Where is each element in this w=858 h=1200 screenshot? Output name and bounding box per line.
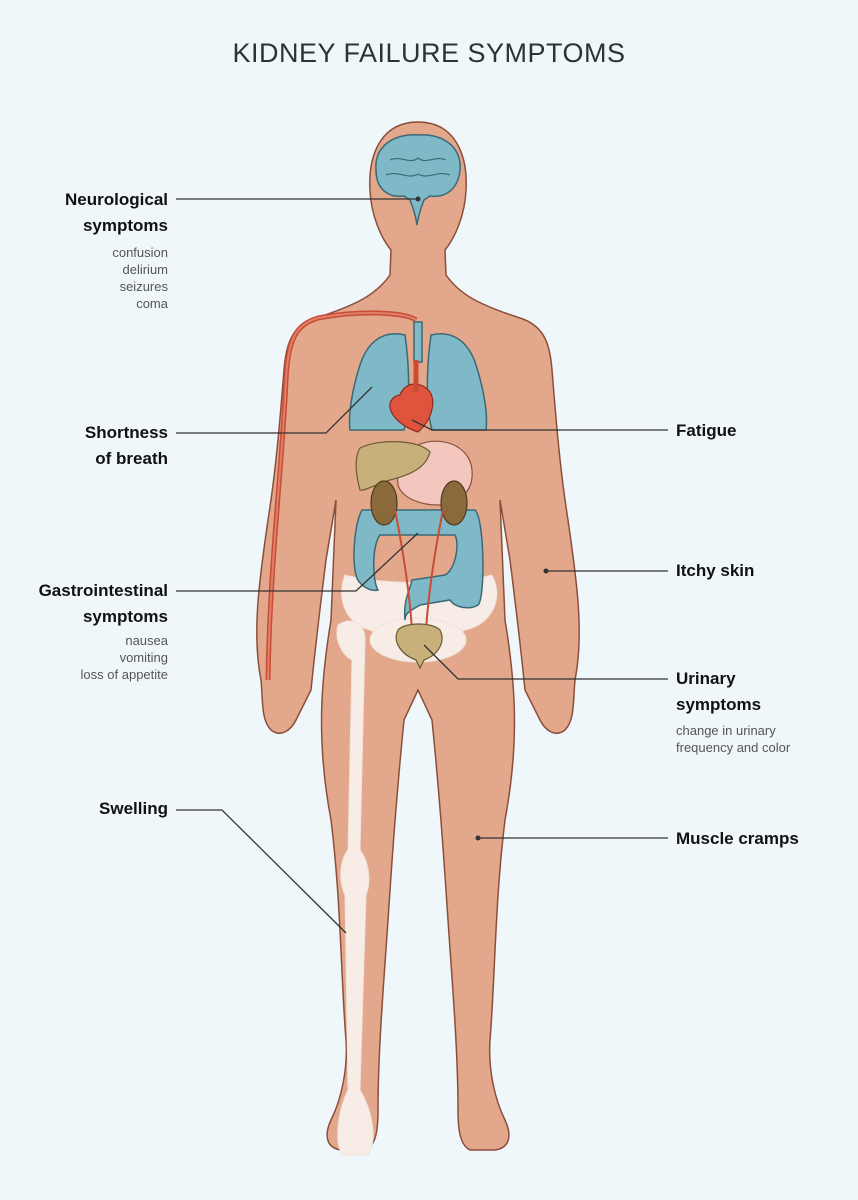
label-urinary: Urinary symptoms: [676, 666, 761, 718]
leader-line-swelling: [176, 810, 346, 933]
details-urinary: change in urinary frequency and color: [676, 722, 790, 756]
details-neurological: confusion delirium seizures coma: [112, 244, 168, 312]
label-swelling: Swelling: [99, 796, 168, 822]
label-muscle-cramps: Muscle cramps: [676, 826, 799, 852]
details-gastrointestinal: nausea vomiting loss of appetite: [81, 632, 168, 683]
label-gastrointestinal: Gastrointestinal symptoms: [39, 578, 168, 630]
label-shortness-of-breath: Shortness of breath: [85, 420, 168, 472]
label-itchy-skin: Itchy skin: [676, 558, 754, 584]
label-neurological: Neurological symptoms: [65, 187, 168, 239]
label-fatigue: Fatigue: [676, 418, 736, 444]
